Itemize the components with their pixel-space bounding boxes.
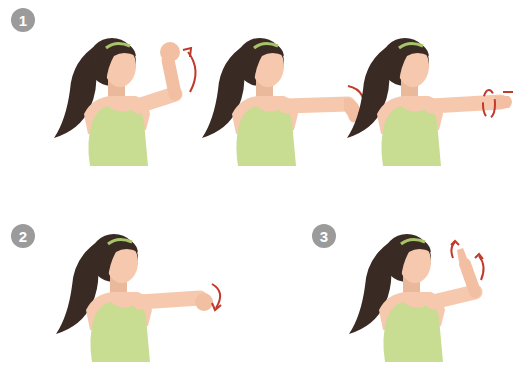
- callout-number: 3: [320, 229, 328, 244]
- callout-badge: 1: [11, 8, 35, 32]
- callout-badge: 2: [11, 224, 35, 248]
- callout-number: 1: [19, 13, 27, 28]
- callout-badge: 3: [312, 224, 336, 248]
- callout-number: 2: [19, 229, 27, 244]
